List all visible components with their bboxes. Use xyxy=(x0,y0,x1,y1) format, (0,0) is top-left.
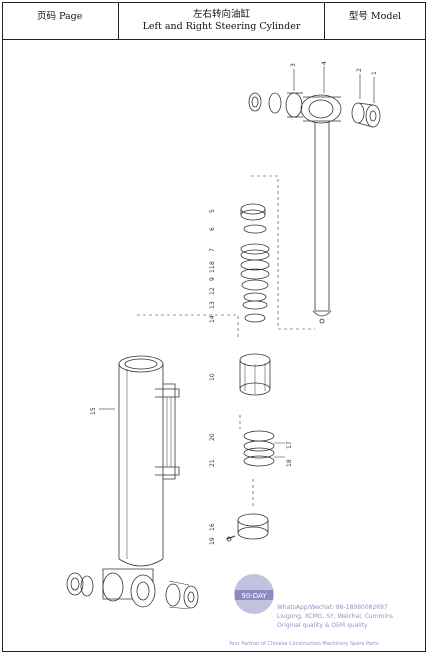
watermark-line: Your Partner of Chinese Construction Mac… xyxy=(229,641,379,647)
piston-nut xyxy=(226,513,269,542)
title-en: Left and Right Steering Cylinder xyxy=(142,21,301,32)
piston-rod xyxy=(300,94,342,324)
piston-assembly xyxy=(239,353,271,396)
part-number: 5 xyxy=(209,209,216,213)
parts-sheet: 页码 Page 左右转向油缸 Left and Right Steering C… xyxy=(2,2,426,652)
part-number-labels: 3 4 2 1 5 6 7 8 9 11 12 13 14 10 15 20 2… xyxy=(90,61,378,545)
watermark-line: Liugong, XCMG, SY, Weichai, Cummins xyxy=(277,613,393,620)
gland-parts-stack xyxy=(240,203,270,323)
svg-text:90-DAY: 90-DAY xyxy=(241,592,267,600)
watermark-line: Original quality & OEM quality xyxy=(277,622,368,629)
part-number: 7 xyxy=(209,248,216,252)
page-label: 页码 Page xyxy=(37,11,83,22)
part-number: 8 xyxy=(209,261,216,265)
rod-end-bushing-right xyxy=(351,102,381,128)
header-table: 页码 Page 左右转向油缸 Left and Right Steering C… xyxy=(3,3,425,40)
cylinder-base-end xyxy=(66,568,199,610)
title-cell: 左右转向油缸 Left and Right Steering Cylinder xyxy=(119,3,325,39)
part-number: 16 xyxy=(209,523,216,531)
part-number: 20 xyxy=(209,433,216,441)
page-label-cell: 页码 Page xyxy=(3,3,119,39)
part-number: 3 xyxy=(290,63,297,67)
part-number: 11 xyxy=(209,265,216,273)
part-number: 4 xyxy=(321,61,328,65)
cylinder-barrel xyxy=(118,355,180,567)
part-number: 14 xyxy=(209,315,216,323)
watermark-line: WhatsApp/Wechat: 86-18980082697 xyxy=(277,604,388,611)
part-number: 13 xyxy=(209,301,216,309)
part-number: 12 xyxy=(209,287,216,295)
part-number: 18 xyxy=(286,459,293,467)
part-number: 21 xyxy=(209,459,216,467)
part-number: 19 xyxy=(209,537,216,545)
title-cn: 左右转向油缸 xyxy=(192,9,250,20)
part-number: 6 xyxy=(209,227,216,231)
guarantee-stamp-icon: 90-DAY xyxy=(234,574,274,614)
model-label: 型号 Model xyxy=(348,11,402,22)
piston-seals xyxy=(243,430,285,467)
part-number: 15 xyxy=(90,407,97,415)
model-label-cell: 型号 Model xyxy=(325,3,425,39)
rod-end-bushing-left xyxy=(248,92,303,118)
part-number: 17 xyxy=(286,441,293,449)
part-number: 1 xyxy=(371,71,378,75)
part-number: 10 xyxy=(209,373,216,381)
exploded-view-drawing: 3 4 2 1 5 6 7 8 9 11 12 13 14 10 15 20 2… xyxy=(3,39,425,651)
part-number: 2 xyxy=(356,68,363,72)
steering-cylinder-exploded-diagram: 3 4 2 1 5 6 7 8 9 11 12 13 14 10 15 20 2… xyxy=(66,61,381,610)
part-number: 9 xyxy=(209,277,216,281)
